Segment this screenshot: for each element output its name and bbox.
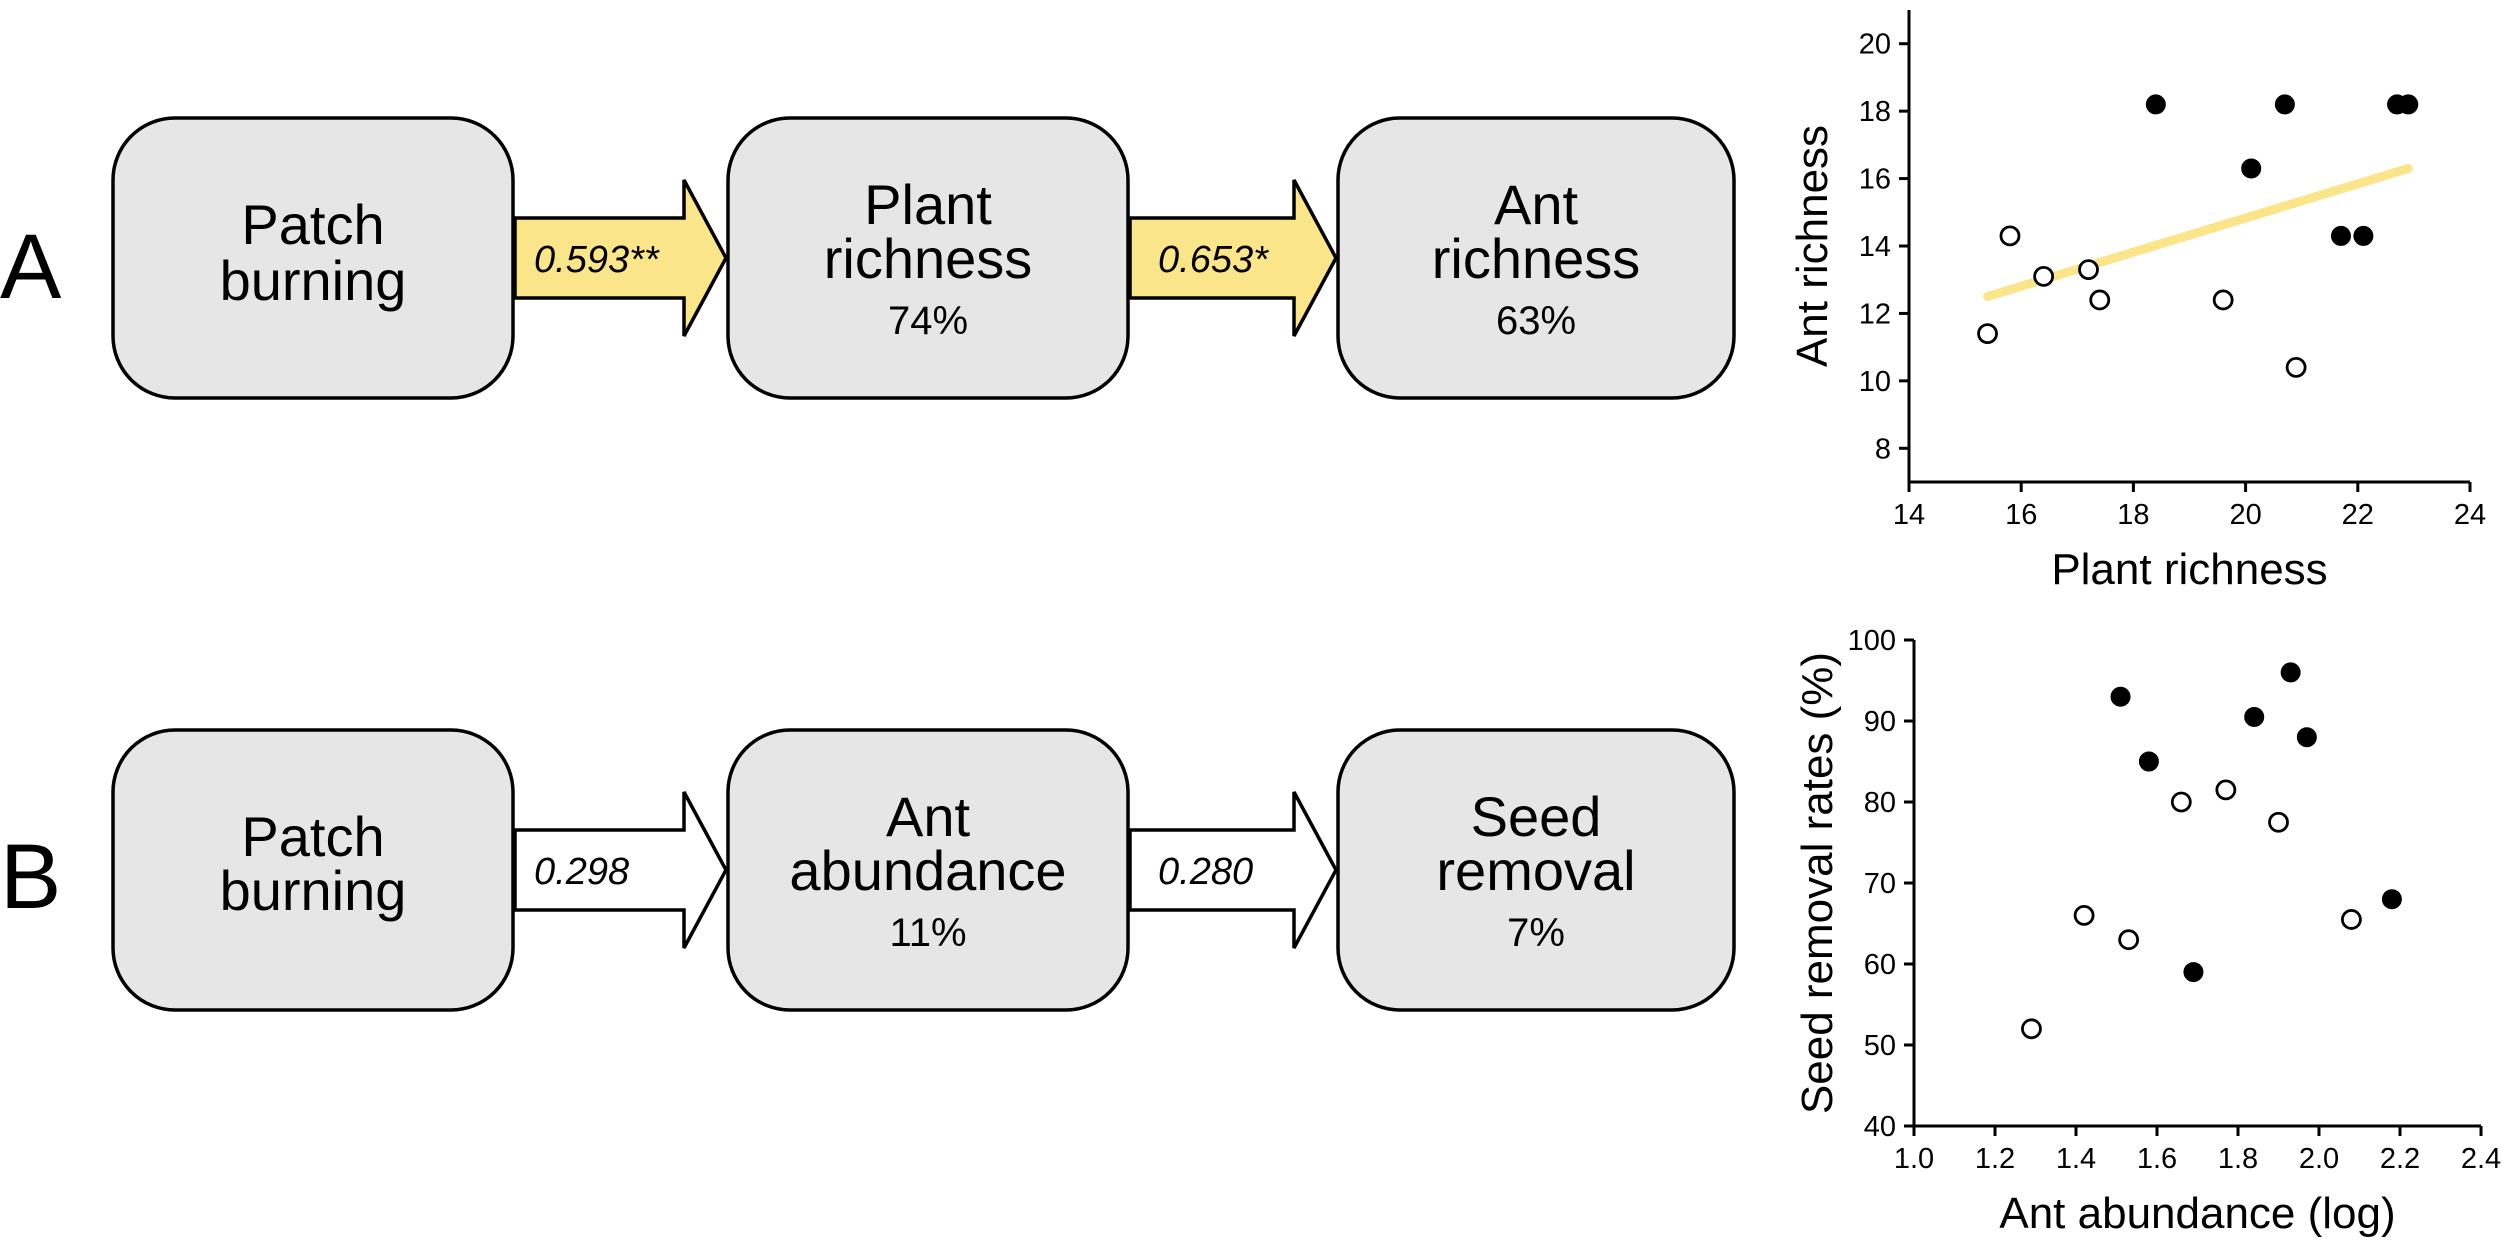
data-point-open — [2170, 791, 2192, 813]
y-tick-label: 90 — [1864, 706, 1896, 738]
x-tick-label: 14 — [1893, 499, 1925, 531]
data-point-filled — [2138, 751, 2159, 772]
data-point-filled — [2183, 962, 2204, 983]
panel-b-box-3-line-2: removal — [1436, 839, 1635, 902]
x-tick-label: 22 — [2342, 499, 2374, 531]
x-tick-label: 1.2 — [1975, 1143, 2015, 1175]
data-point-open — [2118, 929, 2140, 951]
data-point-open — [2033, 265, 2055, 287]
data-point-open — [2268, 811, 2289, 833]
x-tick-label: 18 — [2117, 499, 2149, 531]
data-point-filled — [2381, 889, 2402, 910]
data-point-open — [1999, 225, 2021, 247]
panel-b-box-2-percent: 11% — [889, 911, 966, 955]
panel-b-box-2-line-2: abundance — [789, 839, 1066, 902]
panel-a-arrow-1-coefficient: 0.593** — [534, 239, 660, 281]
y-tick-label: 70 — [1864, 868, 1896, 900]
data-point-open — [2089, 289, 2111, 311]
x-tick-label: 1.0 — [1894, 1143, 1934, 1175]
y-axis-title: Seed removal rates (%) — [1793, 652, 1842, 1114]
panel-b-box-ant-abundance: Ant abundance 11% — [726, 728, 1130, 1012]
data-point-open — [2212, 289, 2234, 311]
panel-a-box-plant-richness: Plant richness 74% — [726, 116, 1130, 400]
panel-a-box-3-percent: 63% — [1496, 299, 1576, 343]
x-tick-label: 1.4 — [2056, 1143, 2096, 1175]
y-tick-label: 80 — [1864, 787, 1896, 819]
panel-a-box-patch-burning: Patch burning — [111, 116, 515, 400]
data-point-open — [1977, 323, 1998, 345]
panel-b-box-1-line-2: burning — [220, 859, 407, 922]
data-point-open — [2285, 356, 2307, 378]
x-tick-label: 2.2 — [2380, 1143, 2420, 1175]
data-point-filled — [2241, 158, 2262, 179]
panel-a-box-ant-richness: Ant richness 63% — [1336, 116, 1736, 400]
y-tick-label: 50 — [1864, 1030, 1896, 1062]
y-tick-label: 10 — [1859, 366, 1891, 398]
panel-b-arrow-1-coefficient: 0.298 — [534, 851, 629, 893]
data-point-open — [2078, 259, 2099, 281]
data-point-open — [2215, 779, 2237, 801]
data-point-filled — [2110, 686, 2131, 707]
panel-a-arrow-2: 0.653* — [1128, 179, 1338, 337]
data-point-open — [2340, 909, 2362, 930]
data-point-filled — [2274, 94, 2295, 115]
panel-b: B Patch burning 0.298 Ant abundance 11% … — [0, 728, 1736, 1012]
x-axis-title: Plant richness — [2051, 545, 2327, 594]
scatter-ant-abundance-vs-seed-removal: 1.0 1.2 1.4 1.6 1.8 2.0 2.2 2.4 40 50 60 70 80 90 100A… — [1793, 625, 2501, 1238]
panel-a-box-2-percent: 74% — [888, 299, 968, 343]
panel-a-box-2-line-2: richness — [824, 227, 1033, 290]
x-tick-label: 1.8 — [2218, 1143, 2258, 1175]
y-axis-title: Ant richness — [1788, 125, 1837, 367]
data-point-filled — [2330, 225, 2351, 246]
data-point-open — [2073, 905, 2095, 926]
data-point-filled — [2398, 94, 2419, 115]
x-tick-label: 2.4 — [2461, 1143, 2501, 1175]
panel-a-box-3-line-2: richness — [1432, 227, 1641, 290]
y-tick-label: 16 — [1859, 164, 1891, 196]
axes — [1907, 10, 2470, 484]
y-tick-label: 40 — [1864, 1111, 1896, 1143]
data-point-open — [2021, 1018, 2042, 1040]
panel-b-box-3-line-1: Seed — [1471, 785, 1602, 848]
y-tick-label: 60 — [1864, 949, 1896, 981]
panel-b-arrow-2-coefficient: 0.280 — [1158, 851, 1253, 893]
panel-b-box-1-line-1: Patch — [241, 805, 384, 868]
y-tick-label: 100 — [1848, 625, 1896, 657]
panel-b-letter: B — [0, 826, 61, 928]
panel-b-arrow-1: 0.298 — [513, 791, 728, 949]
y-tick-label: 20 — [1859, 29, 1891, 61]
x-tick-label: 20 — [2229, 499, 2261, 531]
panel-a-box-1-line-2: burning — [220, 249, 407, 312]
panel-a-arrow-1: 0.593** — [513, 179, 728, 337]
y-tick-label: 12 — [1859, 298, 1891, 330]
data-point-filled — [2353, 225, 2374, 246]
panel-a-letter: A — [0, 216, 62, 318]
y-tick-label: 14 — [1859, 231, 1891, 263]
panel-b-arrow-2: 0.280 — [1128, 791, 1338, 949]
axes — [1912, 640, 2481, 1128]
x-axis-title: Ant abundance (log) — [1999, 1189, 2395, 1238]
panel-b-box-3-percent: 7% — [1507, 911, 1565, 955]
data-point-filled — [2280, 662, 2301, 683]
panel-a-box-1-line-1: Patch — [241, 193, 384, 256]
panel-b-box-seed-removal: Seed removal 7% — [1336, 728, 1736, 1012]
y-tick-label: 18 — [1859, 96, 1891, 128]
panel-a-arrow-2-coefficient: 0.653* — [1158, 239, 1269, 281]
x-tick-label: 16 — [2005, 499, 2037, 531]
regression-line — [1983, 163, 2413, 302]
data-point-filled — [2296, 727, 2317, 748]
data-point-filled — [2145, 94, 2166, 115]
panel-a-box-2-line-1: Plant — [864, 173, 992, 236]
x-tick-label: 1.6 — [2137, 1143, 2177, 1175]
x-tick-label: 24 — [2454, 499, 2486, 531]
data-point-filled — [2244, 706, 2265, 727]
panel-a-box-3-line-1: Ant — [1494, 173, 1578, 236]
panel-b-box-patch-burning: Patch burning — [111, 728, 515, 1012]
panel-b-box-2-line-1: Ant — [886, 785, 970, 848]
y-tick-label: 8 — [1875, 433, 1891, 465]
x-tick-label: 2.0 — [2299, 1143, 2339, 1175]
panel-a: A Patch burning 0.593** Plant richness 7… — [0, 116, 1736, 400]
